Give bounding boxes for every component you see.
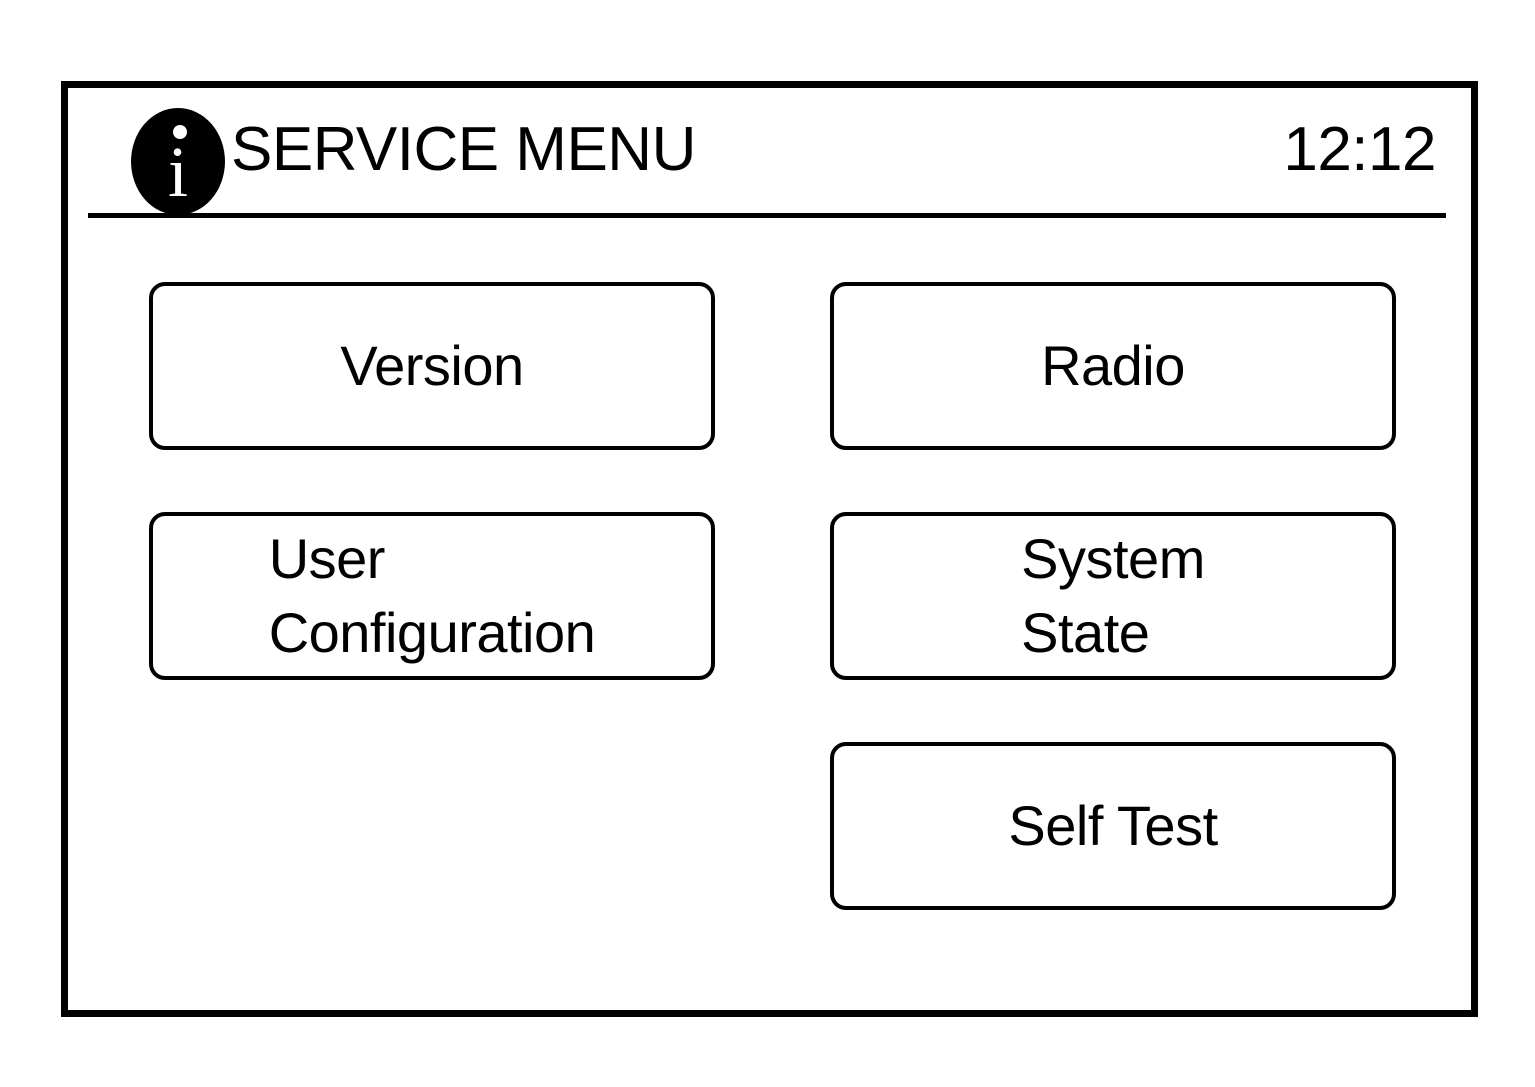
info-icon-dot: [173, 125, 187, 139]
device-screen-frame: i SERVICE MENU 12:12 Version User Config…: [61, 81, 1478, 1017]
info-icon: i: [131, 108, 225, 215]
info-icon-glyph: i: [167, 132, 188, 212]
menu-button-self-test-label: Self Test: [1008, 794, 1218, 857]
menu-button-user-configuration[interactable]: User Configuration: [149, 512, 715, 680]
menu-button-version-label: Version: [340, 334, 524, 397]
menu-button-radio[interactable]: Radio: [830, 282, 1396, 450]
menu-button-system-state-label: System State: [1021, 527, 1205, 664]
menu-button-version[interactable]: Version: [149, 282, 715, 450]
clock-display: 12:12: [1283, 115, 1436, 184]
menu-button-system-state[interactable]: System State: [830, 512, 1396, 680]
page-title: SERVICE MENU: [231, 115, 696, 184]
screen-header: i SERVICE MENU 12:12: [68, 88, 1471, 221]
menu-button-user-configuration-label: User Configuration: [268, 527, 596, 664]
menu-button-self-test[interactable]: Self Test: [830, 742, 1396, 910]
header-divider: [88, 213, 1446, 218]
menu-button-radio-label: Radio: [1041, 334, 1185, 397]
